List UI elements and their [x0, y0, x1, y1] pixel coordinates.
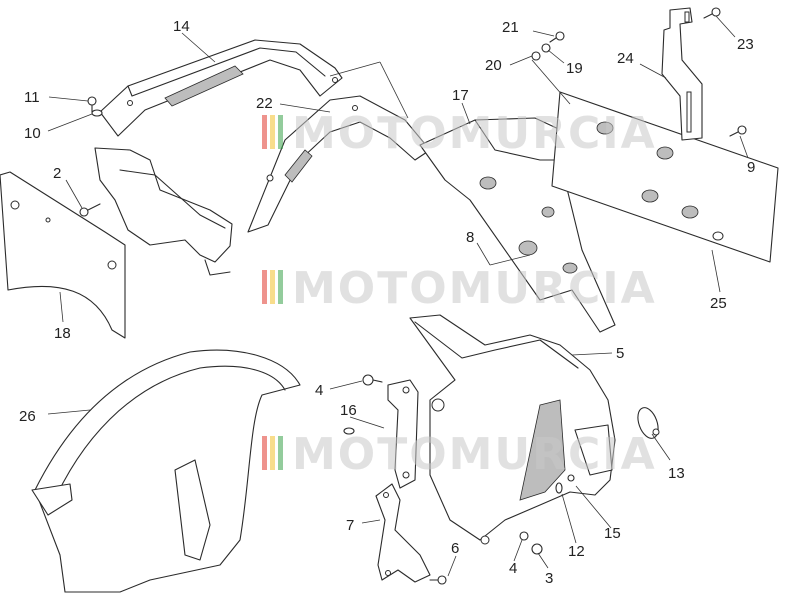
washer-20-icon [531, 51, 541, 61]
clip-12-icon [555, 482, 563, 494]
callout-23: 23 [737, 36, 754, 53]
callout-2: 2 [53, 165, 61, 182]
callout-11: 11 [24, 89, 40, 106]
washer-10-icon [91, 109, 103, 117]
part-26-front-fender [31, 349, 301, 593]
watermark-stripe-green [278, 436, 283, 470]
callout-4: 4 [315, 382, 323, 399]
screw-15-icon [567, 474, 575, 482]
callout-8: 8 [466, 229, 474, 246]
leader-lines [47, 15, 749, 577]
watermark-middle: MOTOMURCIA [262, 263, 657, 314]
part-18-side-plate [0, 171, 126, 339]
watermark-stripe-green [278, 115, 283, 149]
watermark-stripe-red [262, 436, 267, 470]
callout-14: 14 [173, 18, 190, 35]
part-14-rear-bracket [99, 39, 343, 137]
callout-21: 21 [502, 19, 519, 36]
watermark-bottom: MOTOMURCIA [262, 429, 657, 480]
callout-9: 9 [747, 159, 755, 176]
screw-23-icon [703, 7, 721, 19]
part-5-rear-hugger [409, 314, 616, 545]
screw-9-icon [729, 125, 747, 137]
watermark-stripe-red [262, 115, 267, 149]
part-inner-bracket [94, 147, 233, 276]
watermark-stripe-green [278, 270, 283, 304]
part-16-bracket [387, 379, 419, 489]
callout-12: 12 [568, 543, 585, 560]
watermark-stripe-yellow [270, 115, 275, 149]
callout-17: 17 [452, 87, 469, 104]
callout-24: 24 [617, 50, 634, 67]
watermark-text: MOTOMURCIA [292, 108, 657, 159]
screw-2-icon [79, 203, 101, 217]
callout-10: 10 [24, 125, 41, 142]
screw-6-icon [429, 575, 447, 585]
watermark-top: MOTOMURCIA [262, 108, 657, 159]
callout-19: 19 [566, 60, 583, 77]
callout-5: 5 [616, 345, 624, 362]
callout-6: 6 [451, 540, 459, 557]
watermark-text: MOTOMURCIA [292, 429, 657, 480]
callout-22: 22 [256, 95, 273, 112]
part-22-lower-bracket [247, 95, 431, 233]
screw-21-icon [549, 31, 565, 43]
watermark-stripe-yellow [270, 436, 275, 470]
clip-icon [343, 427, 355, 435]
callout-7: 7 [346, 517, 354, 534]
screw-4a-icon [362, 374, 383, 386]
callout-labels: 14 11 10 2 18 22 17 21 20 19 24 23 9 8 2… [19, 18, 755, 587]
part-25-license-plate [551, 91, 779, 263]
callout-4: 4 [509, 560, 517, 577]
callout-3: 3 [545, 570, 553, 587]
watermark-stripe-yellow [270, 270, 275, 304]
callout-20: 20 [485, 57, 502, 74]
part-24-plate-bracket [661, 7, 703, 141]
part-7-lower-bracket [375, 483, 431, 583]
callout-25: 25 [710, 295, 727, 312]
washer-4b-icon [519, 531, 529, 541]
screw-3-icon [531, 543, 543, 555]
watermark-stripe-red [262, 270, 267, 304]
part-13-reflector [637, 407, 660, 439]
callout-26: 26 [19, 408, 36, 425]
callout-16: 16 [340, 402, 357, 419]
watermark-text: MOTOMURCIA [292, 263, 657, 314]
callout-18: 18 [54, 325, 71, 342]
callout-15: 15 [604, 525, 621, 542]
callout-13: 13 [668, 465, 685, 482]
fasteners [79, 7, 747, 585]
part-17-rear-mudguard-body [419, 117, 616, 333]
